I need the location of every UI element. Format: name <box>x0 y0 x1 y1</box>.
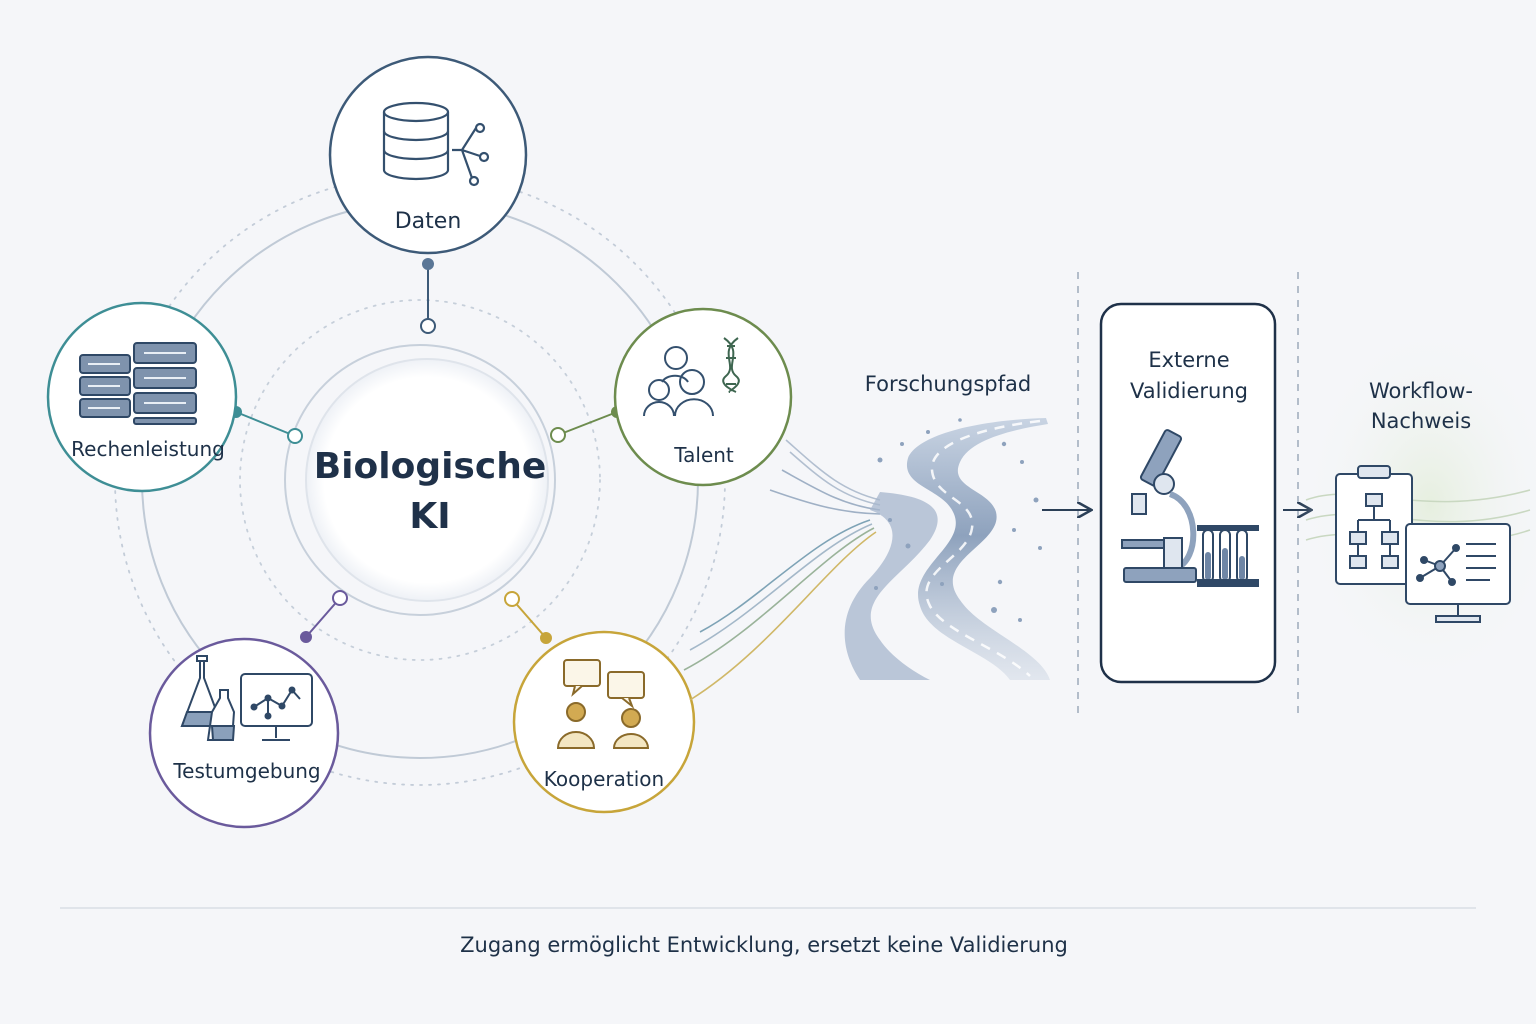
center-circle <box>305 358 549 602</box>
node-daten-circle <box>328 55 528 255</box>
workflow-title-line2: Nachweis <box>1371 409 1471 433</box>
connector-dot-talent-inner <box>550 427 566 443</box>
connector-dot-koop-outer <box>540 632 552 644</box>
node-testumgebung-label: Testumgebung <box>172 759 320 783</box>
river-lower <box>844 492 938 680</box>
node-testumgebung: Testumgebung <box>148 637 340 829</box>
center-title-line2: KI <box>409 496 450 537</box>
validation-title-line1: Externe <box>1148 348 1229 372</box>
monitor-molecule-icon <box>240 673 313 741</box>
river-centerline <box>925 419 1041 677</box>
node-rechenleistung: Rechenleistung <box>46 301 238 493</box>
node-daten-label: Daten <box>395 209 462 234</box>
flow-lines <box>683 439 881 701</box>
clipboard-flowchart-icon <box>1335 465 1413 585</box>
connector-dot-daten-outer <box>422 258 434 270</box>
people-icon <box>643 346 714 417</box>
connector-dot-rechen-inner <box>287 428 303 444</box>
river-particles <box>874 418 1042 622</box>
validation-title-line2: Validierung <box>1130 379 1248 403</box>
footer-caption: Zugang ermöglicht Entwicklung, ersetzt k… <box>460 933 1068 957</box>
validation-box <box>1099 302 1277 684</box>
workflow-title-line1: Workflow- <box>1369 379 1473 403</box>
node-kooperation-label: Kooperation <box>544 767 664 791</box>
node-testumgebung-circle <box>148 637 340 829</box>
connector-dot-test-inner <box>332 590 348 606</box>
connector-dot-daten-inner <box>420 318 436 334</box>
research-path: Forschungspfad <box>844 372 1050 680</box>
river-upper <box>906 418 1050 680</box>
node-talent-circle <box>613 307 793 487</box>
microscope-icon <box>1121 429 1259 587</box>
connector-talent <box>557 411 618 436</box>
workflow-panel: Workflow- Nachweis <box>1300 320 1536 690</box>
node-talent: Talent <box>613 307 793 487</box>
validation-panel: Externe Validierung <box>1099 302 1277 684</box>
node-talent-label: Talent <box>673 443 734 467</box>
connector-kooperation <box>511 598 547 639</box>
node-kooperation: Kooperation <box>512 630 696 814</box>
flask-icon <box>180 655 236 741</box>
node-daten: Daten <box>328 55 528 255</box>
node-rechenleistung-label: Rechenleistung <box>71 437 225 461</box>
database-icon <box>382 101 490 187</box>
center-hub: Biologische KI <box>305 358 549 602</box>
connector-rechenleistung <box>235 411 296 437</box>
conversation-icon <box>556 659 650 749</box>
connector-dot-test-outer <box>300 631 312 643</box>
dna-icon <box>722 337 740 393</box>
inner-ring <box>284 344 556 616</box>
research-path-label: Forschungspfad <box>865 372 1031 396</box>
node-kooperation-circle <box>512 630 696 814</box>
connector-dot-koop-inner <box>504 591 520 607</box>
monitor-network-icon <box>1405 523 1511 623</box>
inner-dotted-ring <box>239 299 601 661</box>
server-rack-icon <box>79 342 197 425</box>
center-title-line1: Biologische <box>314 446 547 487</box>
connector-testumgebung <box>305 597 341 638</box>
